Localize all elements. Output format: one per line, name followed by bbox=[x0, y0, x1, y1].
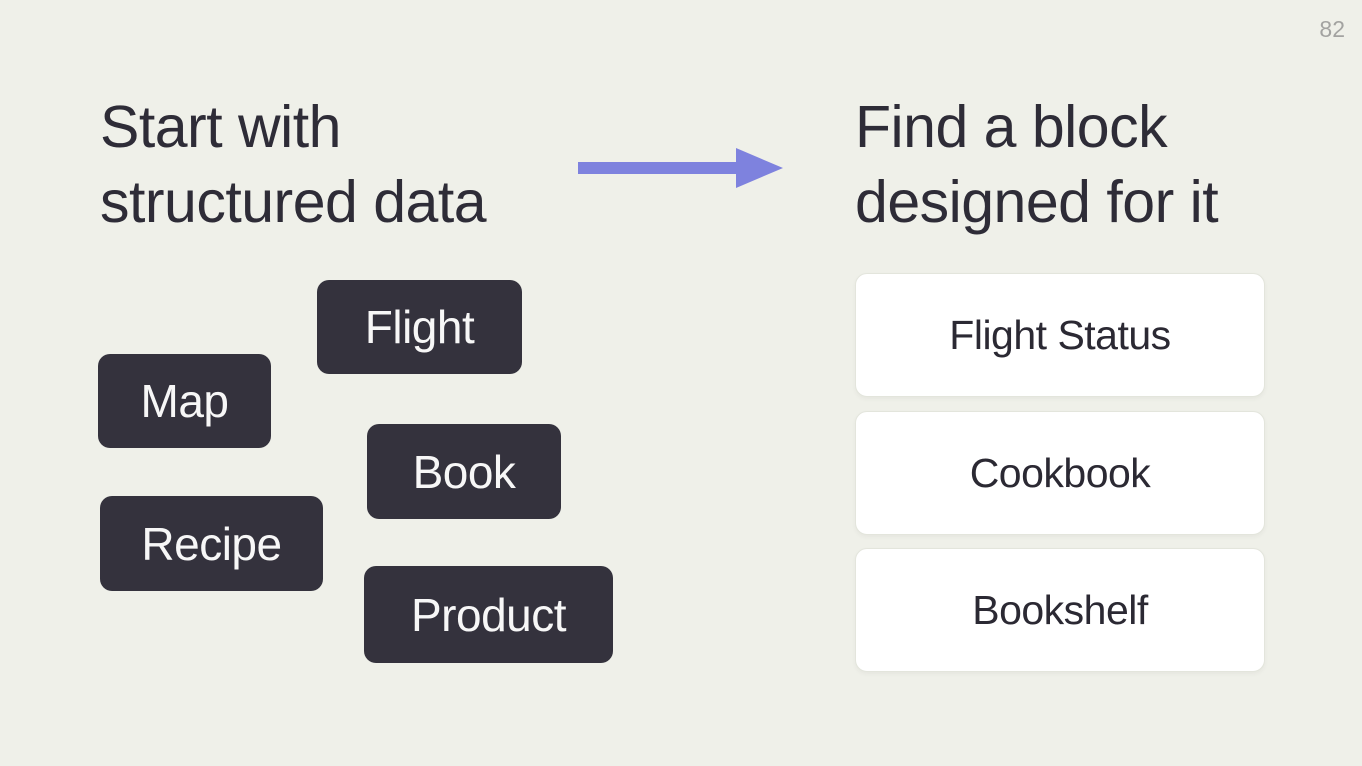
tag-book: Book bbox=[367, 424, 561, 519]
block-cookbook: Cookbook bbox=[855, 411, 1265, 535]
right-arrow-icon bbox=[578, 148, 783, 188]
tag-product: Product bbox=[364, 566, 613, 663]
page-number: 82 bbox=[1319, 16, 1345, 42]
right-heading-line2: designed for it bbox=[855, 168, 1219, 235]
block-flight-status: Flight Status bbox=[855, 273, 1265, 397]
right-heading-line1: Find a block bbox=[855, 94, 1168, 160]
tag-recipe: Recipe bbox=[100, 496, 323, 591]
left-heading-line1: Start with bbox=[100, 94, 341, 160]
left-heading-line2: structured data bbox=[100, 168, 487, 235]
right-heading: Find a block designed for it bbox=[855, 90, 1219, 240]
tag-map: Map bbox=[98, 354, 271, 448]
block-bookshelf: Bookshelf bbox=[855, 548, 1265, 672]
tag-flight: Flight bbox=[317, 280, 522, 374]
left-heading: Start with structured data bbox=[100, 90, 487, 240]
